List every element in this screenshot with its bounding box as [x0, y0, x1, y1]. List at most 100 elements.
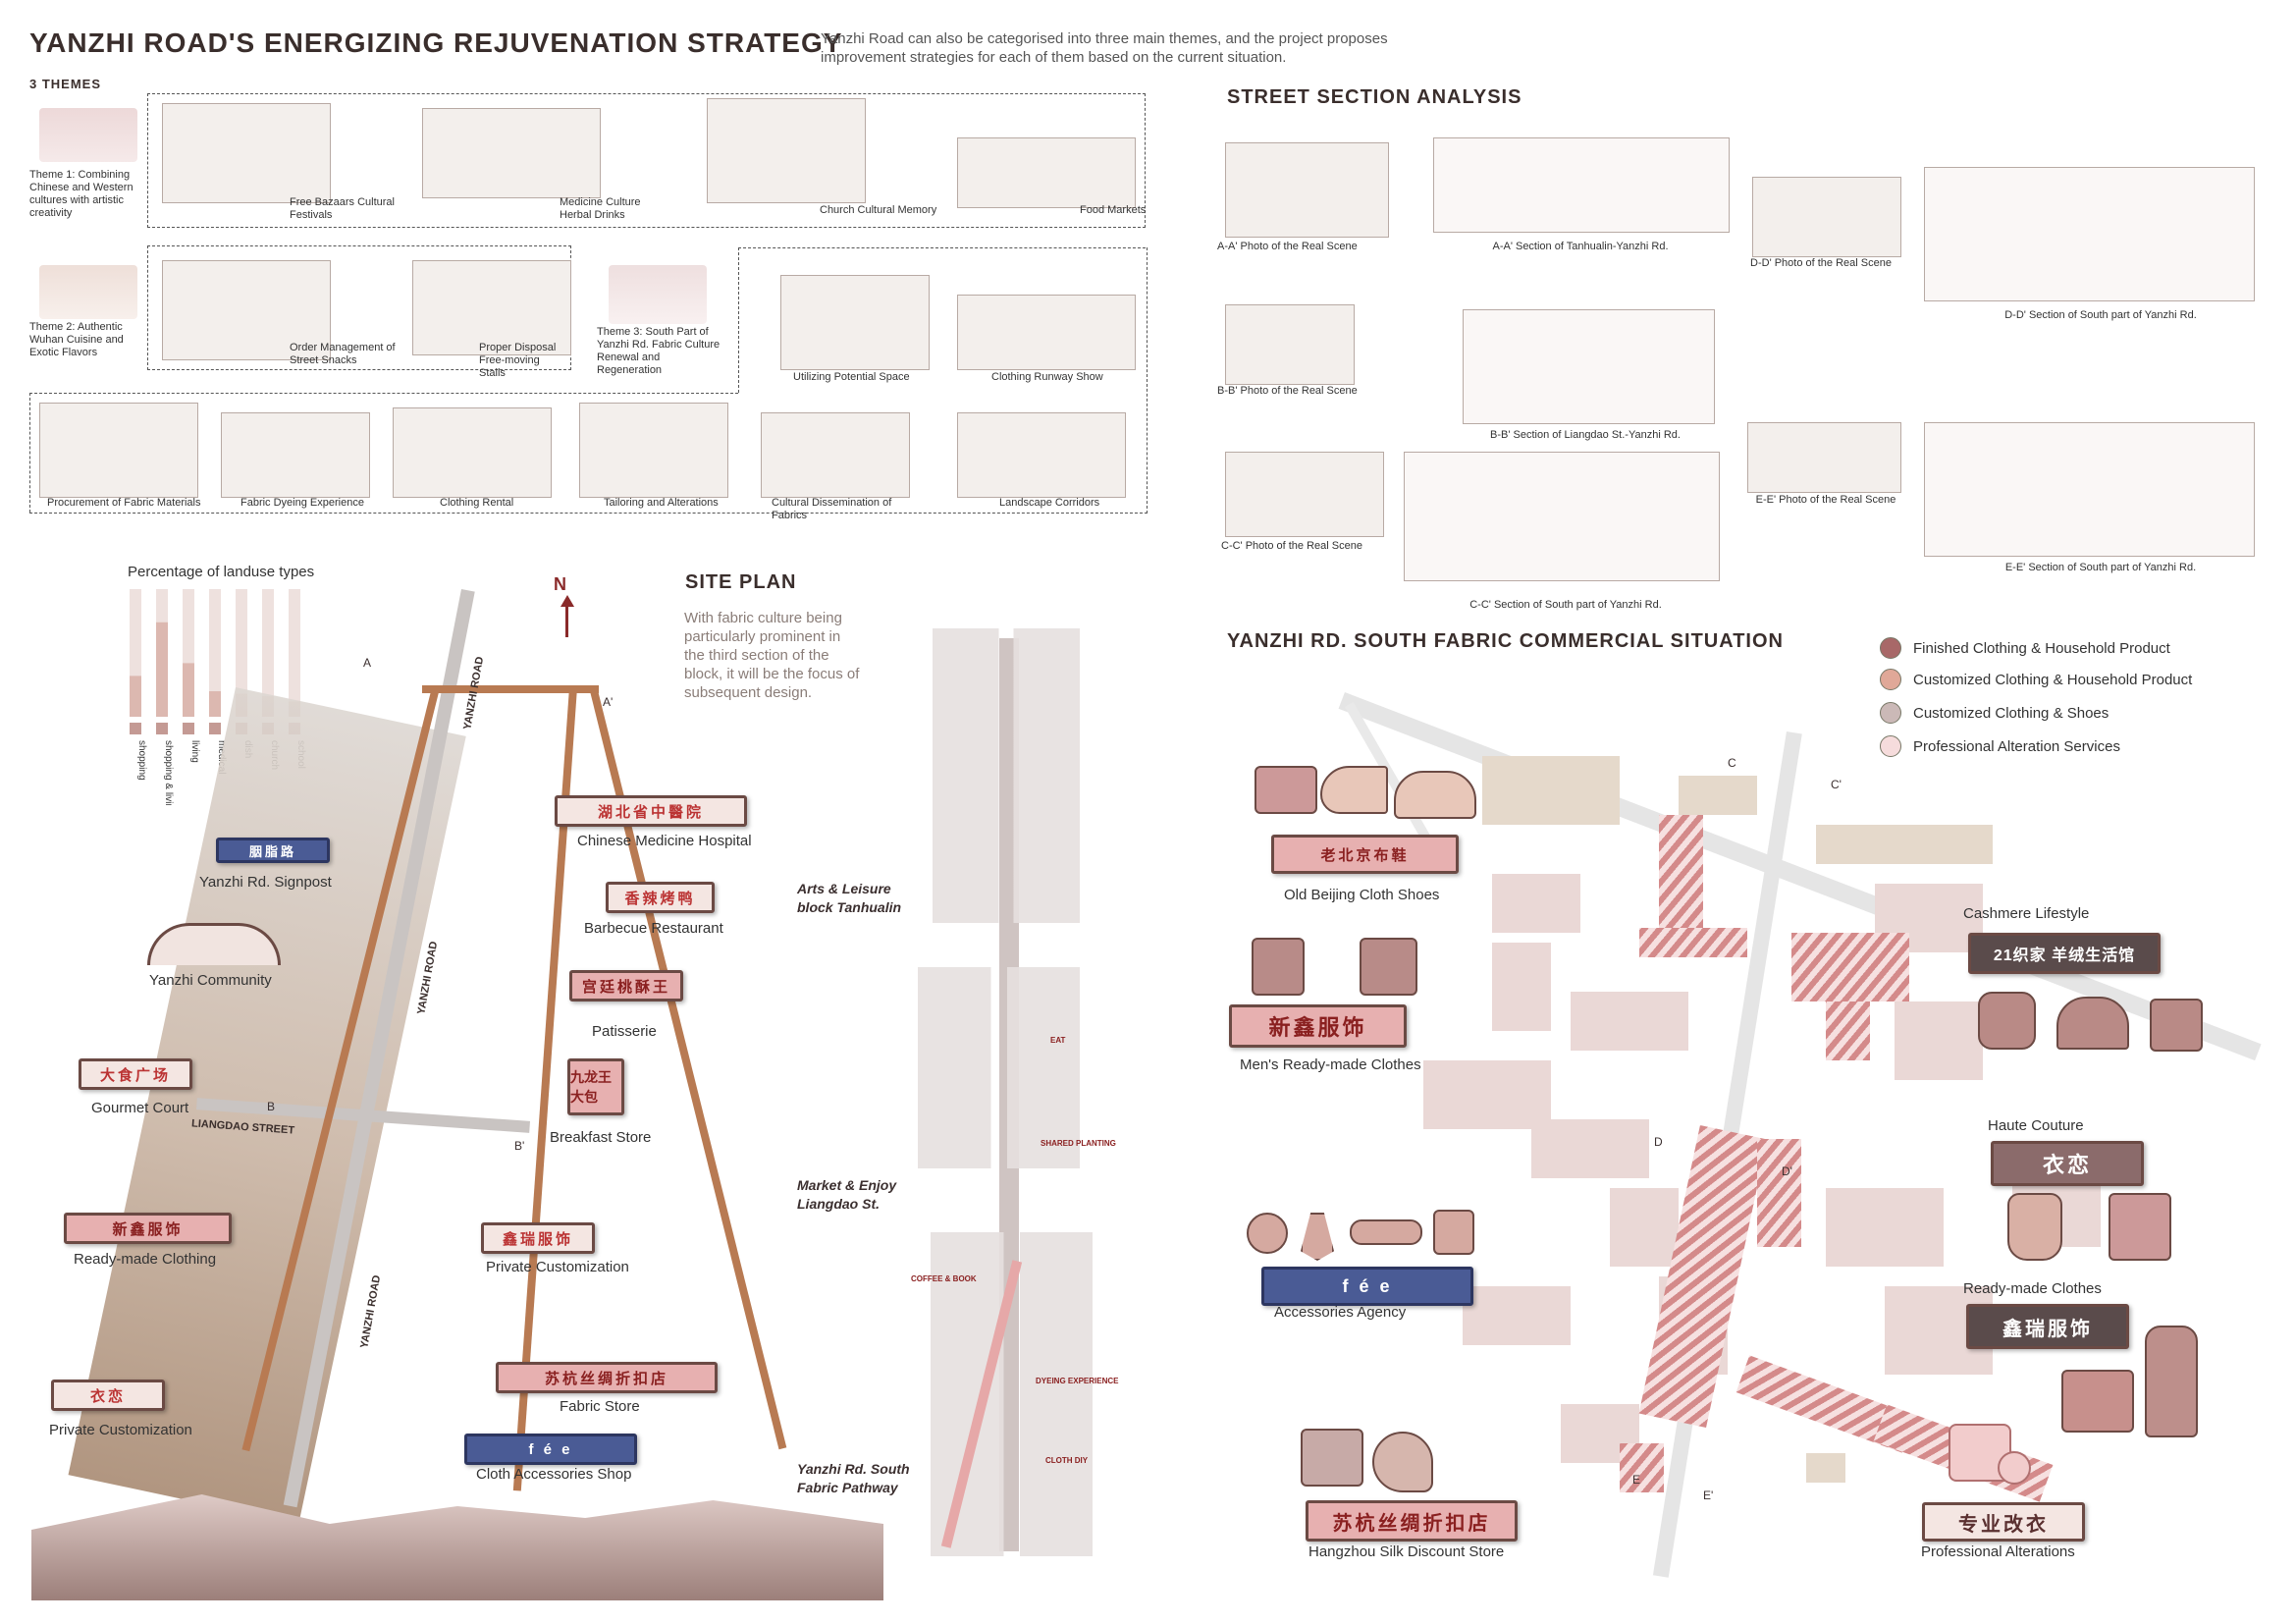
caption-ee-section: E-E' Section of South part of Yanzhi Rd.	[2004, 562, 2197, 573]
section-heading: STREET SECTION ANALYSIS	[1227, 86, 1522, 108]
label-privcust: Private Customization	[486, 1259, 629, 1275]
frame-top-bar	[422, 685, 599, 693]
caption-row3-3: Clothing Rental	[440, 497, 514, 509]
chair-icon	[2150, 999, 2203, 1052]
section-aa	[1433, 137, 1730, 233]
mark-c: C	[1728, 756, 1736, 770]
label-community: Yanzhi Community	[149, 972, 272, 989]
caption-bb-section: B-B' Section of Liangdao St.-Yanzhi Rd.	[1490, 429, 1681, 441]
sign-privcust: 鑫瑞服饰	[481, 1222, 595, 1254]
caption-row3-2: Fabric Dyeing Experience	[240, 497, 364, 509]
jacket-icon	[1252, 938, 1305, 996]
dress-icon	[2007, 1193, 2062, 1261]
north-arrow-icon	[561, 595, 574, 607]
legend-swatch-2	[1880, 669, 1901, 690]
theme3-frame-mid	[29, 393, 738, 394]
legend-swatch-4	[1880, 735, 1901, 757]
label-bbq: Barbecue Restaurant	[584, 920, 723, 937]
mark-b2: B'	[514, 1139, 525, 1153]
skyline-image	[31, 1494, 883, 1600]
sign-cmh: 湖北省中醫院	[555, 795, 747, 827]
landuse-track-3	[209, 589, 221, 717]
section-dd	[1924, 167, 2255, 301]
belt-icon	[1350, 1219, 1422, 1245]
label-cashmere: Cashmere Lifestyle	[1963, 905, 2090, 922]
sign-readymade: 新鑫服饰	[64, 1213, 232, 1244]
heel-shoe-icon	[1320, 766, 1388, 814]
south-hatch-2	[1639, 928, 1747, 957]
cheongsam-icon	[2145, 1326, 2198, 1437]
sign-haute: 衣恋	[1991, 1141, 2144, 1186]
label-alter: Professional Alterations	[1921, 1543, 2075, 1560]
theme3-text: Theme 3: South Part of Yanzhi Rd. Fabric…	[597, 326, 721, 376]
mark-b: B	[267, 1100, 276, 1113]
road-label-1: YANZHI ROAD	[461, 655, 487, 731]
label-mens: Men's Ready-made Clothes	[1240, 1056, 1421, 1073]
south-beige-4	[1806, 1453, 1845, 1483]
section-cc	[1404, 452, 1720, 581]
landuse-bar-2	[183, 663, 194, 717]
landuse-icon-2	[183, 723, 194, 734]
chain-icon	[1255, 766, 1317, 814]
photo-aa	[1225, 142, 1389, 238]
mark-d: D	[1654, 1135, 1663, 1149]
south-block-3	[1571, 992, 1688, 1051]
mark-e: E	[1632, 1473, 1641, 1487]
sign-signpost: 胭脂路	[216, 838, 330, 863]
legend-swatch-1	[1880, 637, 1901, 659]
sign-accshop: f é e	[464, 1434, 637, 1465]
label-fabric: Fabric Store	[560, 1398, 640, 1415]
caption-row1-1: Free Bazaars Cultural Festivals	[290, 196, 395, 221]
mark-d2: D'	[1782, 1164, 1792, 1178]
caption-row2-2: Proper Disposal Free-moving Stalls	[479, 342, 557, 379]
strip-tag-coffee: COFFEE & BOOK	[911, 1274, 977, 1283]
pillow-icon	[1978, 992, 2036, 1050]
theme3-logo	[609, 265, 707, 324]
south-block-1	[1492, 874, 1580, 933]
jacket3-icon	[2061, 1370, 2134, 1433]
button-icon	[1247, 1213, 1288, 1254]
site-text: With fabric culture being particularly p…	[684, 610, 860, 701]
mark-e2: E'	[1703, 1489, 1714, 1502]
legend-label-1: Finished Clothing & Household Product	[1913, 639, 2170, 657]
sign-alter: 专业改衣	[1922, 1502, 2085, 1542]
south-block-6	[1463, 1286, 1571, 1345]
label-oldbeijing: Old Beijing Cloth Shoes	[1284, 887, 1440, 903]
legend-item-2: Customized Clothing & Household Product	[1880, 663, 2233, 696]
landuse-label-1: shopping & living	[163, 740, 174, 805]
sketch-stalls	[412, 260, 571, 355]
landuse-label-2: living	[189, 740, 200, 763]
label-readymade-s: Ready-made Clothes	[1963, 1280, 2102, 1297]
label-signpost: Yanzhi Rd. Signpost	[199, 874, 332, 891]
sketch-medicine	[422, 108, 601, 198]
caption-aa-section: A-A' Section of Tanhualin-Yanzhi Rd.	[1492, 241, 1669, 252]
landuse-icon-3	[209, 723, 221, 734]
photo-cc	[1225, 452, 1384, 537]
strip-tag-eat: EAT	[1050, 1036, 1066, 1045]
caption-cc-photo: C-C' Photo of the Real Scene	[1221, 540, 1362, 552]
theme3-frame-top	[738, 247, 1146, 248]
south-block-2	[1492, 943, 1551, 1031]
section-ee	[1924, 422, 2255, 557]
photo-dd	[1752, 177, 1901, 257]
theme3-frame-vert	[738, 247, 739, 393]
intro-text: Yanzhi Road can also be categorised into…	[821, 30, 1388, 66]
strip-tag-diy: CLOTH DIY	[1045, 1456, 1089, 1465]
label-acc: Accessories Agency	[1274, 1304, 1407, 1321]
north-label: N	[554, 574, 566, 594]
label-accshop: Cloth Accessories Shop	[476, 1466, 632, 1483]
sketch-church	[707, 98, 866, 203]
sign-oldbeijing: 老北京布鞋	[1271, 835, 1459, 874]
pincushion-icon	[1998, 1451, 2031, 1485]
mark-c2: C'	[1831, 778, 1842, 791]
legend-swatch-3	[1880, 702, 1901, 724]
sign-bbq: 香辣烤鸭	[606, 882, 715, 913]
strip-blocks-b	[918, 967, 1080, 1168]
road-label-3: YANZHI ROAD	[358, 1273, 384, 1350]
south-block-9	[1895, 1001, 1983, 1080]
fabric-roll-icon	[1301, 1429, 1363, 1487]
theme1-logo	[39, 108, 137, 162]
label-privcust2: Private Customization	[49, 1422, 192, 1438]
south-block-10	[1826, 1188, 1944, 1267]
site-heading: SITE PLAN	[685, 571, 797, 593]
